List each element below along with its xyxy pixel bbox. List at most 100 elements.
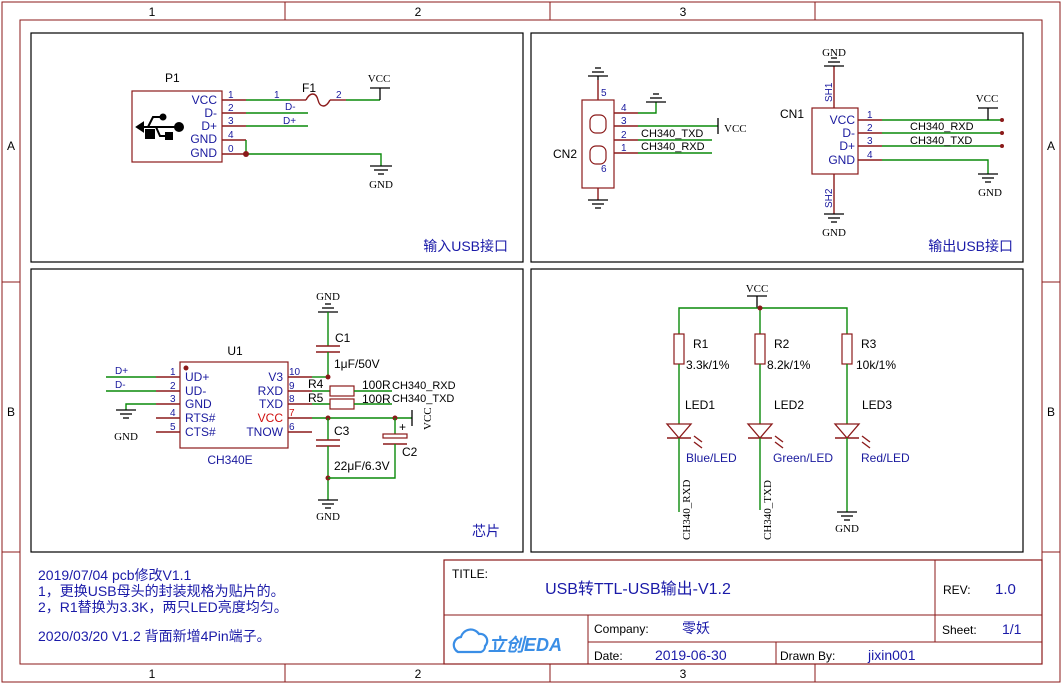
logo-text: 立创EDA: [488, 635, 562, 655]
vcc-label-p1: VCC: [368, 73, 391, 85]
cn1-pin-num-4: 4: [867, 150, 873, 161]
p1-pin-name-dm: D-: [204, 106, 217, 120]
cn1-connector: CN1 VCC D- D+ GND 1 2 3 4 SH1 SH2: [780, 66, 882, 214]
r2-ref: R2: [774, 337, 790, 351]
u1-pin-name-gnd: GND: [185, 397, 212, 411]
resistor-r5: R5 100R: [308, 391, 391, 410]
col-label-1: 1: [149, 5, 156, 19]
junction-v3: [325, 374, 331, 380]
revision-notes: 2019/07/04 pcb修改V1.1 1，更换USB母头的封装规格为贴片的。…: [38, 567, 288, 644]
net-label-dm: D-: [285, 102, 296, 113]
capacitor-c3: C3 22μF/6.3V: [316, 424, 390, 473]
p1-pin-num-2: 2: [228, 103, 234, 114]
gnd-symbol-p1: GND: [369, 165, 393, 191]
p1-pin-name-vcc: VCC: [192, 93, 218, 107]
sheet-value: 1/1: [1002, 621, 1022, 637]
gnd-label-cn1-top: GND: [822, 47, 846, 59]
p1-pin-num-3: 3: [228, 116, 234, 127]
junction-cn1-vcc: [1000, 118, 1004, 122]
p1-ref: P1: [165, 71, 180, 85]
net-label-u1-dp: D+: [115, 366, 128, 377]
cn1-pin-name-dp: D+: [839, 139, 855, 153]
c1-value: 1μF/50V: [334, 357, 380, 371]
p1-pin-num-1: 1: [228, 90, 234, 101]
cn2-connector: CN2 5 6 4 3 2 1: [553, 80, 638, 200]
c1-ref: C1: [335, 331, 351, 345]
gnd-symbol-cn1-top: GND: [822, 47, 846, 67]
u1-pin-num-8: 8: [289, 394, 295, 405]
vcc-label-cn1: VCC: [976, 93, 999, 105]
vcc-symbol-u1: VCC: [411, 407, 434, 430]
gnd-symbol-u1: GND: [114, 409, 138, 443]
cn2-pin-2: 2: [621, 130, 627, 141]
net-label-u1-dm: D-: [115, 380, 126, 391]
u1-pin-name-tnow: TNOW: [246, 425, 283, 439]
u1-pin-num-10: 10: [289, 367, 301, 378]
u1-pin-name-udm: UD-: [185, 384, 206, 398]
u1-pin-num-5: 5: [170, 422, 176, 433]
col-label-1-bottom: 1: [149, 667, 156, 681]
gnd-label-c1: GND: [316, 291, 340, 303]
r2-value: 8.2k/1%: [767, 358, 811, 372]
usb-symbol-icon: [135, 113, 184, 140]
cn1-sh1: SH1: [824, 82, 835, 102]
u1-pin-name-v3: V3: [268, 370, 283, 384]
cn2-pin-4: 4: [621, 103, 627, 114]
r1-value: 3.3k/1%: [686, 358, 730, 372]
drawn-value: jixin001: [867, 647, 916, 663]
cn1-pin-num-3: 3: [867, 136, 873, 147]
u1-pin-name-txd: TXD: [259, 397, 283, 411]
title-block: TITLE: USB转TTL-USB输出-V1.2 REV: 1.0 Compa…: [443, 559, 1043, 665]
wire-led-vcc-bus: [678, 307, 848, 334]
c3-value: 22μF/6.3V: [334, 459, 390, 473]
gnd-symbol-cn2-pin4: [646, 93, 666, 103]
note-line-1: 2019/07/04 pcb修改V1.1: [38, 567, 192, 583]
r4-ref: R4: [308, 377, 324, 391]
col-label-2: 2: [415, 5, 422, 19]
row-label-b: B: [7, 405, 15, 419]
panel-output-usb: [530, 32, 1024, 263]
f1-pin1: 1: [274, 90, 280, 101]
panel-chip: [30, 268, 524, 553]
vcc-label-leds: VCC: [746, 283, 769, 295]
net-label-cn2-rxd: CH340_RXD: [641, 141, 705, 153]
gnd-label-c3: GND: [316, 511, 340, 523]
note-line-2: 1，更换USB母头的封装规格为贴片的。: [38, 583, 285, 599]
net-label-u1-rxd: CH340_RXD: [392, 380, 456, 392]
p1-pin-name-gnd2: GND: [190, 146, 217, 160]
u1-pin-num-2: 2: [170, 381, 176, 392]
cn2-pin-3: 3: [621, 116, 627, 127]
gnd-label-cn1-pin4: GND: [978, 187, 1002, 199]
panel-title-chip: 芯片: [472, 523, 500, 539]
col-label-3-bottom: 3: [680, 667, 687, 681]
fuse-f1: F1 1 2: [274, 81, 346, 107]
net-label-cn1-txd: CH340_TXD: [910, 135, 972, 147]
vcc-symbol-cn1: VCC: [976, 93, 999, 120]
u1-ch340e: U1 CH340E 1 2 3 4 5 UD+ UD- GND RTS# CTS…: [156, 344, 312, 467]
junction-p1-gnd: [243, 151, 249, 157]
date-value: 2019-06-30: [655, 647, 727, 663]
gnd-symbol-cn2-top: [588, 67, 608, 80]
gnd-symbol-cn2-bottom: [588, 199, 608, 209]
cn1-ref: CN1: [780, 107, 804, 121]
drawn-label: Drawn By:: [780, 649, 835, 663]
u1-value: CH340E: [207, 453, 252, 467]
wire-u1-gnd: [125, 403, 156, 410]
r1-ref: R1: [693, 337, 709, 351]
u1-ref: U1: [227, 344, 243, 358]
note-line-3: 2，R1替换为3.3K，两只LED亮度均匀。: [38, 599, 288, 615]
capacitor-c2: + C2: [382, 420, 418, 459]
cn2-ref: CN2: [553, 147, 577, 161]
cn1-pin-num-1: 1: [867, 110, 873, 121]
p1-pin-num-4: 4: [228, 130, 234, 141]
u1-pin-name-rts: RTS#: [185, 411, 216, 425]
title-label: TITLE:: [452, 567, 488, 581]
junction-led-vcc: [757, 305, 763, 311]
vcc-label-u1: VCC: [422, 407, 434, 430]
panel-title-output-usb: 输出USB接口: [928, 238, 1013, 254]
vcc-symbol-p1: VCC: [368, 73, 391, 100]
u1-pin-num-1: 1: [170, 367, 176, 378]
r3-ref: R3: [861, 337, 877, 351]
gnd-label-cn1-bottom: GND: [822, 227, 846, 239]
